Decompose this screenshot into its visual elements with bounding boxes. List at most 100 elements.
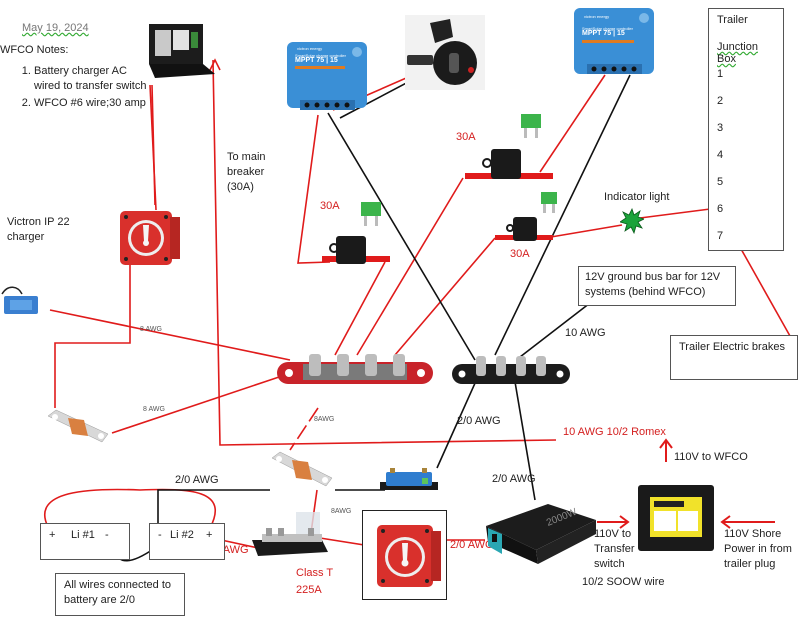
wire-main-breaker	[212, 59, 557, 446]
wire-mppt1-to-fuse	[297, 114, 331, 264]
trailer-junction-box: Trailer Junction Box 1 2 3 4 5 6 7	[708, 8, 784, 251]
battery-li2-name: Li #2	[170, 529, 194, 541]
battery-li2-neg: -	[158, 529, 162, 541]
mppt-controller-1: victron energy SmartSolar charge control…	[285, 40, 370, 115]
awg-20-battery-label: 2/0 AWG	[175, 474, 219, 486]
awg-8-label-top: 8 AWG	[140, 326, 162, 333]
wire-li2-neg	[157, 489, 270, 527]
wire-light-to-jb6	[639, 207, 719, 219]
battery-shunt	[378, 466, 440, 492]
mppt2-subtitle: SmartSolar charge controller	[582, 26, 633, 31]
awg-8-label-classt: 8AWG	[331, 508, 352, 515]
junction-terminal-3: 3	[717, 122, 724, 134]
battery-li1-neg: -	[105, 529, 109, 541]
soow-wire-label: 10/2 SOOW wire	[582, 576, 665, 588]
awg-20-inverter-label: 2/0 AWG	[492, 473, 536, 485]
trailer-brakes-box: Trailer Electric brakes	[670, 335, 798, 380]
inverter-2000w: 2000W	[478, 500, 598, 566]
inline-fuse-holder-1	[322, 228, 390, 268]
wire-gnd-note	[519, 302, 591, 358]
class-t-label: Class T	[296, 567, 334, 579]
class-t-fuse-block	[252, 510, 328, 560]
mega-fuse-main	[270, 450, 334, 488]
note-item: Battery charger AC wired to transfer swi…	[34, 64, 154, 94]
battery-note-text: All wires connected to battery are 2/0	[64, 579, 171, 606]
ground-bus-note-box: 12V ground bus bar for 12V systems (behi…	[578, 266, 736, 306]
wire-mppt1-ground	[327, 112, 476, 361]
transfer-switch	[636, 483, 716, 553]
junction-terminal-6: 6	[717, 203, 724, 215]
battery-li2: - Li #2 +	[149, 523, 225, 560]
wire-bus-to-inverter	[512, 369, 536, 501]
wire-bus-to-shunt	[436, 371, 481, 469]
awg-20-bus-label: 2/0 AWG	[457, 415, 501, 427]
junction-terminal-1: 1	[717, 68, 724, 80]
junction-terminal-5: 5	[717, 176, 724, 188]
wire-fuse2-to-mppt2	[539, 74, 606, 173]
fuse-rating-label-3: 30A	[510, 248, 530, 260]
mega-fuse-charger	[46, 408, 110, 444]
shore-power-label: 110V Shore Power in from trailer plug	[724, 528, 792, 570]
mppt2-brand: victron energy	[584, 14, 610, 19]
mppt2-model: MPPT 75 | 15	[582, 30, 625, 37]
wire-charger-to-bus	[49, 309, 291, 361]
mppt1-brand: victron energy	[297, 46, 323, 51]
awg-10-label: 10 AWG	[565, 327, 606, 339]
solar-input-port-image	[405, 15, 485, 90]
junction-terminal-2: 2	[717, 95, 724, 107]
document-date: May 19, 2024	[22, 22, 89, 34]
indicator-light-icon	[619, 207, 646, 235]
awg-8-label-mid: 8 AWG	[143, 406, 165, 413]
note-item: WFCO #6 wire;30 amp	[34, 96, 154, 111]
to-main-breaker-label: To main breaker (30A)	[227, 151, 266, 193]
romex-label: 10 AWG 10/2 Romex	[563, 426, 666, 438]
fuse-rating-label-1: 30A	[320, 200, 340, 212]
wfco-notes: WFCO Notes: Battery charger AC wired to …	[0, 43, 154, 113]
junction-terminal-4: 4	[717, 149, 724, 161]
awg-20-switch-red-label: 2/0 AWG	[450, 539, 494, 551]
junction-terminal-7: 7	[717, 230, 724, 242]
battery-disconnect-switch-frame	[362, 510, 447, 600]
wire-switch-to-fuse	[54, 265, 131, 408]
ground-bus-note-text: 12V ground bus bar for 12V systems (behi…	[585, 271, 721, 298]
battery-li1-name: Li #1	[71, 529, 95, 541]
wire-fuse3-to-bus	[394, 237, 496, 356]
notes-title: WFCO Notes:	[0, 44, 69, 56]
arrow-wfco-up	[149, 84, 157, 211]
wire-battery-jumper-red	[44, 488, 217, 529]
junction-box-title: Trailer	[717, 14, 748, 26]
battery-disconnect-switch-upper	[118, 207, 182, 269]
positive-bus-bar	[275, 350, 435, 390]
awg-8-label-bus: 8AWG	[314, 416, 335, 423]
to-wfco-label: 110V to WFCO	[674, 451, 748, 463]
inline-fuse-holder-2	[465, 145, 553, 185]
wire-bus-to-anl	[289, 407, 319, 451]
to-transfer-switch-label: 110V to Transfer switch	[594, 528, 635, 570]
battery-disconnect-switch-lower	[377, 525, 441, 587]
junction-box-subtitle: Junction Box	[717, 41, 758, 65]
blade-fuse-2	[520, 112, 542, 142]
indicator-light-label: Indicator light	[604, 191, 670, 203]
wfco-converter-image	[145, 22, 217, 80]
mppt-controller-2: victron energy SmartSolar charge control…	[572, 6, 657, 81]
trailer-brakes-text: Trailer Electric brakes	[679, 341, 785, 353]
battery-li2-pos: +	[206, 529, 213, 541]
fuse-rating-label-2: 30A	[456, 131, 476, 143]
mppt1-subtitle: SmartSolar charge controller	[295, 53, 346, 58]
wire-fuse-to-bus	[111, 374, 286, 434]
wire-fuse1-to-bus	[334, 261, 386, 356]
battery-li1: + Li #1 -	[40, 523, 130, 560]
wire-mppt2-ground	[494, 74, 631, 356]
victron-ip22-charger	[0, 282, 42, 317]
victron-charger-label: Victron IP 22 charger	[7, 216, 70, 243]
inline-fuse-holder-3	[495, 215, 553, 247]
class-t-rating-label: 225A	[296, 584, 322, 596]
ground-bus-bar	[450, 352, 572, 388]
battery-li1-pos: +	[49, 529, 56, 541]
blade-fuse-3	[540, 190, 558, 216]
mppt1-model: MPPT 75 | 15	[295, 57, 338, 64]
wire-fuse2-to-bus	[356, 177, 464, 356]
blade-fuse-1	[360, 200, 382, 230]
battery-note-box: All wires connected to battery are 2/0	[55, 573, 185, 616]
wire-fuse3-to-light	[544, 224, 623, 239]
